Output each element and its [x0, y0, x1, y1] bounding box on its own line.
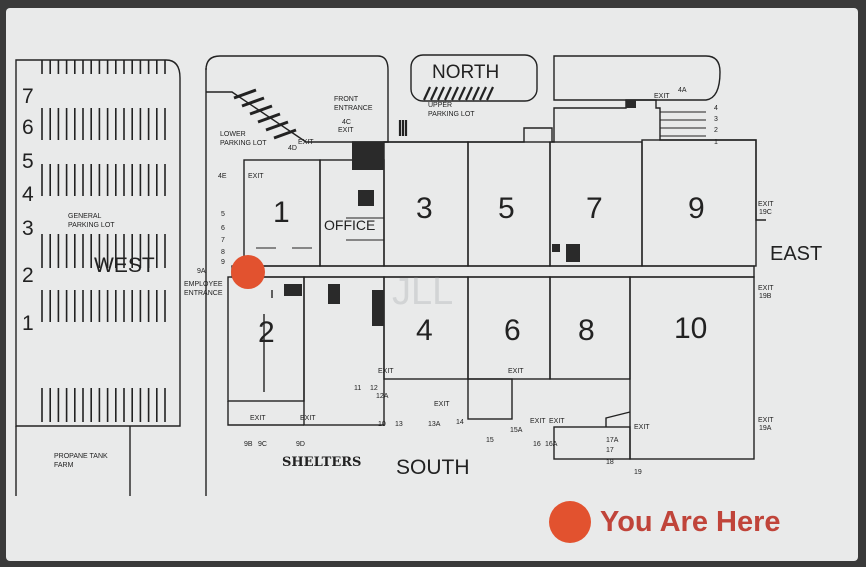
door-label: 15 — [486, 437, 494, 444]
exit-label: EXIT — [338, 127, 354, 134]
door-label: 4D — [288, 145, 297, 152]
unit-7-label: 7 — [586, 192, 603, 225]
door-label: 15A — [510, 427, 523, 434]
door-label: 16A — [545, 441, 558, 448]
door-label: 11 — [354, 385, 361, 392]
door-label: 7 — [221, 237, 225, 244]
parking-row-label: 5 — [22, 150, 34, 173]
south-label: SOUTH — [396, 456, 470, 479]
door-label: 12A — [376, 393, 389, 400]
parking-row-label: 4 — [22, 183, 34, 206]
west-label: WEST — [94, 254, 155, 277]
stair-lines — [256, 111, 706, 249]
exit-label: EXIT — [248, 173, 264, 180]
door-label: 2 — [714, 127, 718, 134]
parking-row-label: 2 — [22, 264, 34, 287]
unit-4-label: 4 — [416, 314, 433, 347]
watermark: JLL — [392, 271, 453, 313]
door-label: 19A — [759, 425, 772, 432]
door-label: 10 — [378, 421, 386, 428]
office-label: OFFICE — [324, 217, 375, 233]
exit-label: EXIT — [250, 415, 266, 422]
building-fixtures — [284, 100, 636, 326]
door-label: 5 — [221, 211, 225, 218]
exit-label: EXIT — [530, 418, 546, 425]
exit-label: EXIT — [298, 139, 314, 146]
door-label: 12 — [370, 385, 378, 392]
unit-9-label: 9 — [688, 192, 705, 225]
north-label: NORTH — [432, 62, 499, 83]
exit-label: EXIT — [758, 285, 774, 292]
shelters-label: SHELTERS — [282, 455, 361, 470]
unit-2-label: 2 — [258, 316, 275, 349]
door-label: 13A — [428, 421, 441, 428]
door-label: 9D — [296, 441, 305, 448]
door-label: 8 — [221, 249, 225, 256]
door-label: 4E — [218, 173, 227, 180]
unit-6-label: 6 — [504, 314, 521, 347]
parking-row-label: 7 — [22, 85, 34, 108]
exit-label: EXIT — [378, 368, 394, 375]
door-label: 14 — [456, 419, 464, 426]
door-label: 16 — [533, 441, 541, 448]
unit-1-label: 1 — [273, 196, 290, 229]
east-label: EAST — [770, 243, 822, 265]
legend-dot — [549, 501, 591, 543]
door-label: 3 — [714, 116, 718, 123]
exit-label: EXIT — [508, 368, 524, 375]
unit-3-label: 3 — [416, 192, 433, 225]
door-label: 9 — [221, 259, 225, 266]
building-outline — [227, 99, 766, 460]
exit-label: EXIT — [654, 93, 670, 100]
exit-label: EXIT — [434, 401, 450, 408]
door-label: 19C — [759, 209, 772, 216]
door-label: 1 — [714, 139, 718, 146]
parking-row-label: 6 — [22, 116, 34, 139]
door-label: 6 — [221, 225, 225, 232]
exit-label: EXIT — [758, 201, 774, 208]
door-label: 17A — [606, 437, 619, 444]
door-label: 13 — [395, 421, 403, 428]
exit-label: EXIT — [634, 424, 650, 431]
exit-label: EXIT — [300, 415, 316, 422]
door-numbers: 4A 4C 4D 4E 5 6 7 8 9 9A 9B 9C 9D 10 11 … — [197, 87, 772, 476]
north-lots — [205, 54, 721, 143]
exit-label: EXIT — [758, 417, 774, 424]
door-label: 17 — [606, 447, 614, 454]
legend-label: You Are Here — [600, 506, 781, 538]
door-label: 4A — [678, 87, 687, 94]
parking-row-label: 3 — [22, 217, 34, 240]
upper-lot-stripes — [398, 86, 494, 136]
parking-stalls — [41, 60, 166, 422]
unit-5-label: 5 — [498, 192, 515, 225]
door-label: 4 — [714, 105, 718, 112]
door-label: 9C — [258, 441, 267, 448]
door-label: 19B — [759, 293, 772, 300]
you-are-here-marker — [231, 255, 265, 289]
exit-label: EXIT — [549, 418, 565, 425]
door-label: 18 — [606, 459, 614, 466]
door-label: 9A — [197, 268, 206, 275]
parking-row-label: 1 — [22, 312, 34, 335]
exit-markers: EXIT EXIT EXIT EXIT EXIT EXIT EXIT EXIT … — [248, 93, 774, 431]
general-parking-lot — [15, 59, 207, 496]
door-label: 19 — [634, 469, 642, 476]
lower-lot-stripes — [233, 88, 297, 140]
unit-8-label: 8 — [578, 314, 595, 347]
door-label: 4C — [342, 119, 351, 126]
unit-10-label: 10 — [674, 312, 707, 345]
door-label: 9B — [244, 441, 253, 448]
